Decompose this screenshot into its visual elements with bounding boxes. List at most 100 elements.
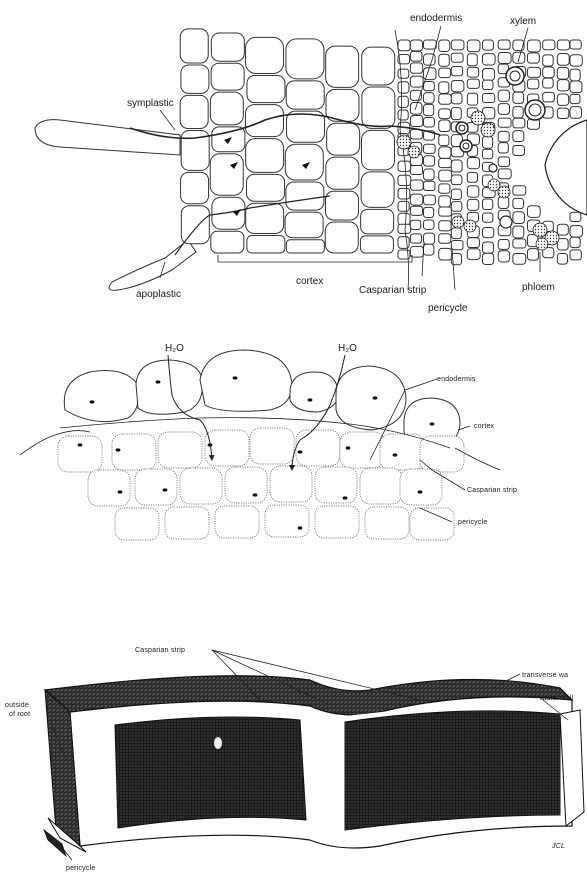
stele-cell [398, 175, 411, 185]
cortex-cell [362, 47, 395, 85]
stele-cell [498, 131, 509, 142]
pericycle-cell [225, 467, 267, 503]
label-pericycle-a: pericycle [428, 303, 468, 314]
pericycle-cell [88, 470, 130, 506]
pericycle-cell [410, 508, 454, 540]
cortex-cell [246, 37, 284, 73]
stele-cell [482, 54, 495, 65]
stele-cell [439, 221, 451, 231]
label-h2o-left: H₂O [165, 343, 184, 354]
cortex-cell [286, 81, 324, 109]
stele-cell [439, 196, 451, 207]
stele-cell [557, 80, 569, 91]
label-pericycle-b: pericycle [458, 519, 487, 526]
stele-cell [557, 54, 569, 66]
stele-cell [527, 53, 539, 63]
stele-cell [557, 94, 568, 105]
stele-cell [498, 40, 510, 49]
label-apoplastic: apoplastic [136, 289, 181, 300]
stele-cell [498, 118, 511, 127]
stele-cell [451, 67, 462, 76]
stele-cell [439, 120, 450, 131]
stele-cell [513, 212, 525, 224]
cortex-cell [286, 240, 324, 253]
stele-cell [570, 55, 582, 66]
root-hair-lower [109, 240, 196, 290]
stele-cell [543, 78, 553, 88]
cell-nucleus [393, 453, 398, 456]
cortex-cell [326, 157, 359, 189]
stele-cell [398, 110, 408, 120]
cortex-cell [361, 130, 394, 169]
cortex-cell [361, 209, 394, 233]
stele-cell [410, 129, 422, 139]
cortex-cell [210, 92, 243, 125]
stele-cell [398, 188, 410, 199]
stele-cell [424, 118, 435, 127]
cell-nucleus [373, 396, 378, 399]
panel-c-casparian-3d: Casparian strip transverse wa radial wal… [5, 647, 584, 872]
stele-cell [451, 108, 461, 120]
stele-cell [482, 136, 492, 148]
stele-cell [398, 213, 410, 225]
stele-cell [557, 224, 568, 235]
stele-cell [439, 234, 451, 244]
label-xylem: xylem [510, 16, 536, 27]
cell-nucleus [233, 376, 238, 379]
stele-cell [527, 249, 538, 260]
stele-cell [543, 92, 555, 102]
root-hair [35, 120, 180, 155]
pericycle-cell [265, 505, 309, 537]
cortex-cell [361, 172, 394, 208]
cortex-cell [325, 191, 358, 220]
pericycle-cell [400, 469, 442, 505]
cell-nucleus [118, 490, 123, 493]
cell-nucleus [298, 526, 303, 529]
stele-cell [439, 248, 452, 260]
stele-cell [424, 156, 435, 166]
endodermis-cell [250, 428, 294, 464]
endodermis-cell [380, 434, 424, 470]
stele-cell [482, 80, 493, 90]
cortex-cell [285, 144, 323, 180]
cell-nucleus [346, 446, 351, 449]
stele-cell [467, 93, 477, 105]
stele-cell [513, 92, 524, 103]
stele-cell [498, 157, 509, 167]
cell-nucleus [343, 496, 348, 499]
stele-cell [410, 103, 422, 115]
stele-cell [513, 226, 524, 238]
stele-cell [467, 186, 479, 197]
stele-cell [398, 96, 408, 107]
cell-nucleus [298, 450, 303, 453]
cell-nucleus [253, 493, 258, 496]
stele-cell [498, 240, 509, 250]
stele-cell [482, 94, 494, 103]
stele-cell [482, 253, 493, 264]
cortex-cell [247, 75, 285, 102]
stele-cell [557, 108, 568, 118]
cortex-cell [286, 182, 324, 210]
cortex-cell [212, 197, 245, 229]
stele-cell [410, 220, 420, 229]
stele-cell [424, 207, 434, 217]
stele-cell [513, 118, 525, 128]
cortex-cell [360, 236, 393, 253]
endodermis-cell [205, 430, 249, 466]
stele-cell [410, 165, 422, 174]
stele-cell [410, 194, 422, 205]
stele-cell [410, 206, 422, 215]
pericycle-cell [270, 466, 312, 502]
stele-cell [467, 238, 479, 248]
cortex-cell [247, 174, 285, 201]
stele-cell [398, 69, 409, 78]
stele-cell [424, 40, 437, 49]
cortex-cell [211, 63, 244, 90]
stele-cell [439, 170, 452, 181]
stele-cell [467, 158, 479, 169]
right-cell-interior [345, 711, 560, 830]
label-endodermis-b: endodermis [437, 376, 476, 383]
cortex-cell [211, 33, 244, 61]
label-radial-wall: radial wall [540, 695, 574, 702]
cortex-bracket [218, 255, 412, 262]
